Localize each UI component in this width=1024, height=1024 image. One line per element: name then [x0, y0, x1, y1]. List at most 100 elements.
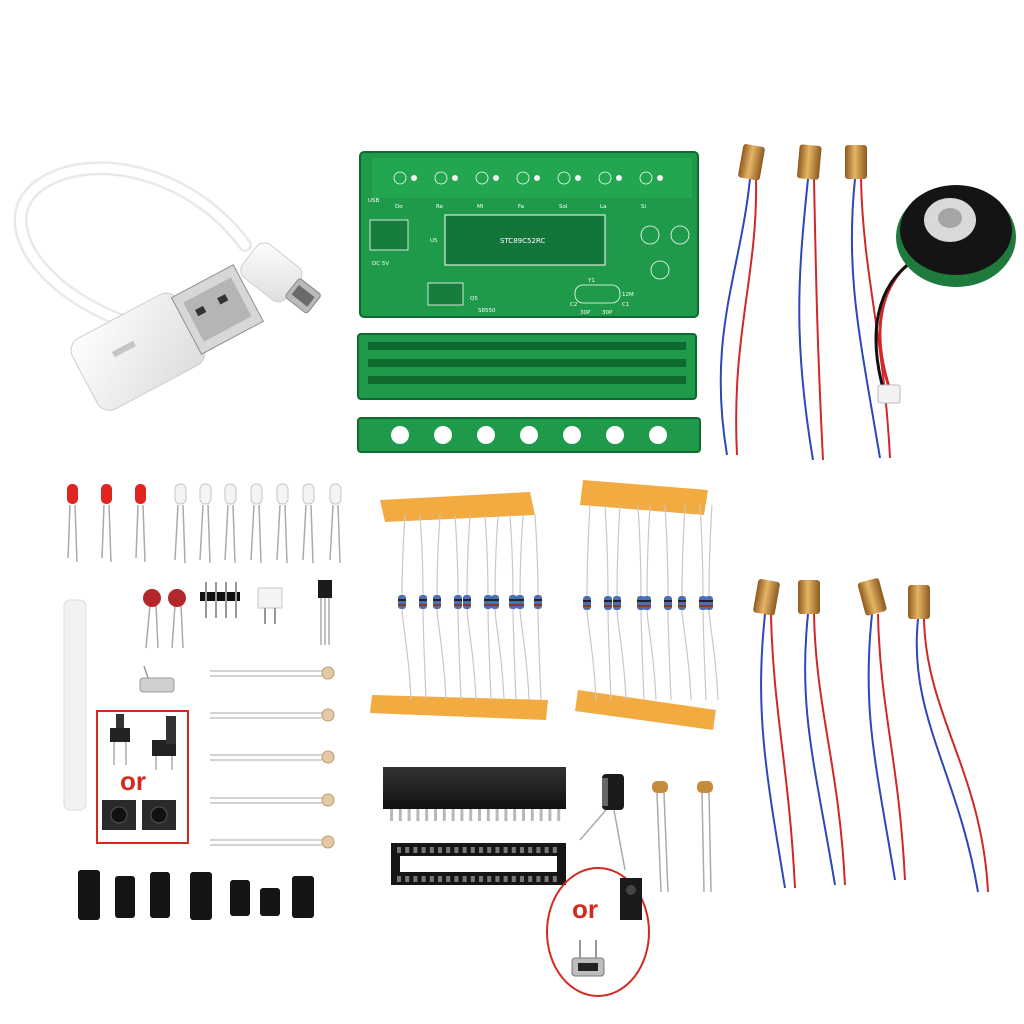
socket-contact — [552, 847, 557, 853]
resistor-band — [583, 605, 591, 607]
laser-body — [845, 145, 867, 179]
crystal-oscillator — [139, 665, 175, 693]
laser-modules-top — [719, 144, 891, 461]
resistor-band — [433, 604, 441, 606]
laser-module-icon — [797, 144, 824, 461]
jack-options-circle: or — [546, 867, 650, 997]
socket-contact — [397, 876, 401, 882]
led-icon — [135, 484, 146, 504]
socket-contact — [462, 876, 467, 882]
resistor-band — [637, 605, 645, 607]
chip-pin — [557, 809, 561, 821]
resistor-body — [664, 596, 672, 610]
laser-barrel — [845, 145, 867, 179]
chip-pin — [522, 809, 525, 821]
chip-pin — [548, 809, 552, 821]
led-icon — [250, 483, 263, 505]
resistor-band — [454, 604, 462, 606]
pcb-marking: C2 — [570, 302, 577, 308]
chip-pin — [486, 809, 490, 821]
socket-contact — [446, 876, 451, 882]
resistor-icon — [643, 596, 651, 610]
laser-body — [738, 144, 765, 181]
resistor-lead — [512, 607, 517, 701]
resistor-band — [509, 599, 517, 601]
socket-contact — [454, 876, 459, 882]
resistor-body — [454, 595, 462, 609]
wire-blue — [719, 178, 751, 456]
resistor-body — [484, 595, 492, 609]
resistor-bandolier-left — [370, 492, 548, 720]
resistor-band — [664, 600, 672, 602]
pin-header — [200, 582, 240, 618]
resistor-body — [678, 596, 686, 610]
laser-module-icon — [908, 585, 989, 893]
wire-red — [860, 178, 891, 459]
wire-blue — [760, 613, 786, 889]
wire-blue — [915, 618, 979, 893]
heat-shrink-tube — [230, 880, 250, 916]
laser-body — [908, 585, 930, 619]
socket-contact — [429, 876, 434, 882]
led-leg — [232, 504, 236, 564]
pcb-pad — [575, 175, 581, 181]
resistor-lead — [537, 607, 542, 701]
chip-pin — [425, 809, 429, 821]
resistor-band — [534, 599, 542, 601]
resistor-lead — [484, 514, 489, 597]
chip-pin — [469, 809, 473, 821]
resistor-body — [516, 595, 524, 609]
laser-module-icon — [845, 145, 891, 459]
led-leg — [182, 504, 186, 564]
chip-pin — [407, 809, 411, 821]
strip-hole — [606, 426, 624, 444]
chip-pin — [398, 809, 402, 821]
resistor-band — [419, 604, 427, 606]
pcb-led-footprint — [475, 171, 489, 185]
led-leg — [302, 504, 307, 561]
pcb-marking: U5 — [430, 238, 438, 244]
led-icon — [101, 484, 112, 504]
resistor-lead — [702, 608, 707, 701]
led-icon — [67, 484, 78, 504]
button-options-box: or — [96, 710, 189, 844]
socket-contact — [520, 847, 524, 853]
resistor-body — [463, 595, 471, 609]
socket-contact — [421, 876, 426, 882]
resistor-lead — [494, 607, 505, 701]
laser-barrel — [738, 144, 765, 181]
resistor-body — [509, 595, 517, 609]
resistor-lead — [664, 504, 669, 598]
socket-contact — [470, 847, 475, 853]
pcb-marking: 12M — [622, 292, 634, 298]
socket-contact — [487, 847, 492, 853]
led-leg — [207, 504, 211, 564]
socket-contact — [405, 847, 410, 853]
socket-contact — [528, 847, 533, 853]
resistor-band — [516, 604, 524, 606]
laser-barrel — [797, 144, 822, 180]
resistor-band — [664, 605, 672, 607]
wire-red — [735, 178, 758, 456]
usb-cable-icon — [13, 161, 321, 411]
resistor-band — [516, 599, 524, 601]
resistor-body — [705, 596, 713, 610]
resistor-lead — [436, 514, 441, 597]
laser-modules-bottom — [753, 578, 989, 893]
pcb-marking: 30P — [580, 310, 591, 316]
photoresistor-icon — [321, 666, 335, 680]
socket-contact — [528, 876, 533, 882]
resistor-icon — [613, 596, 621, 610]
pcb-pad — [534, 175, 540, 181]
option-or-label: or — [120, 766, 146, 796]
resistor-icon — [664, 596, 672, 610]
resistor-lead — [607, 608, 612, 701]
resistor-lead — [681, 608, 692, 701]
socket-contact — [552, 876, 557, 882]
resistor-lead — [708, 608, 719, 701]
resistor-lead — [454, 514, 459, 597]
resistor-lead — [401, 514, 406, 597]
resistor-lead — [457, 607, 462, 701]
strip-hole — [520, 426, 538, 444]
socket-contact — [462, 847, 467, 853]
